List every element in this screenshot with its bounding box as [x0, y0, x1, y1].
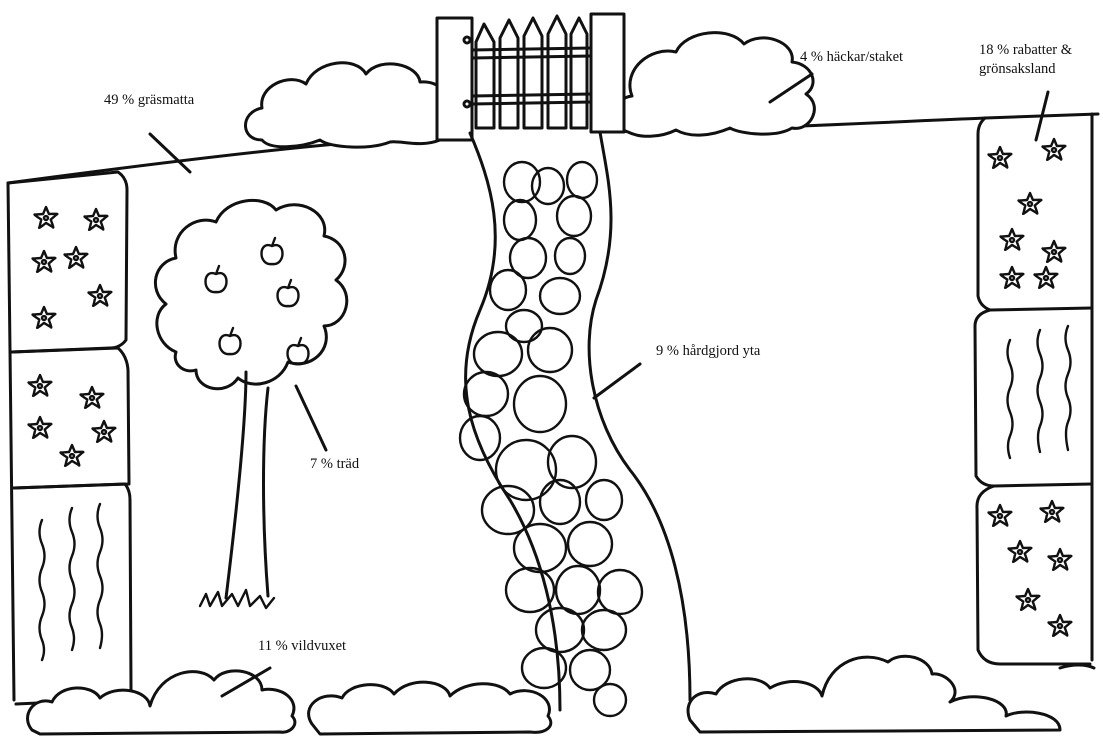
- paved-leader: [594, 364, 640, 398]
- path-stone: [460, 416, 500, 460]
- path-stone: [496, 440, 556, 500]
- lawn-leader: [150, 134, 190, 172]
- flower-icon: [1017, 589, 1040, 610]
- path-stone: [464, 372, 508, 416]
- path-stone: [594, 684, 626, 716]
- flower-icon: [1001, 229, 1024, 250]
- flower-icon: [65, 247, 88, 268]
- path-stone: [540, 278, 580, 314]
- flower-icon: [1009, 541, 1032, 562]
- hedge-right: [615, 33, 815, 137]
- path-stone: [557, 196, 591, 236]
- label-wild: 11 % vildvuxet: [258, 638, 346, 654]
- path-stone: [536, 608, 584, 652]
- left-beds: [8, 172, 131, 704]
- flower-icon: [89, 285, 112, 306]
- path-stone: [567, 162, 597, 198]
- flower-icon: [989, 147, 1012, 168]
- left-bed-bottom: [14, 484, 131, 704]
- trees-leader: [296, 386, 326, 450]
- path-stone: [586, 480, 622, 520]
- flower-icon: [33, 251, 56, 272]
- right-bed-top: [978, 118, 1092, 310]
- path-stone: [490, 270, 526, 310]
- path-stone: [598, 570, 642, 614]
- flower-icon: [1049, 549, 1072, 570]
- flower-icon: [61, 445, 84, 466]
- right-bed-middle: [975, 310, 1092, 486]
- path-stone: [514, 376, 566, 432]
- flower-icon: [1035, 267, 1058, 288]
- garden-gate: [437, 14, 624, 140]
- left-bed-middle: [12, 348, 129, 488]
- flower-icon: [29, 417, 52, 438]
- flower-icon: [29, 375, 52, 396]
- left-vegetable-rows: [40, 504, 103, 660]
- flower-icon: [81, 387, 104, 408]
- flower-icon: [989, 505, 1012, 526]
- flower-icon: [1041, 501, 1064, 522]
- path-stone: [506, 310, 542, 342]
- path-stone: [568, 522, 612, 566]
- path-stone: [532, 168, 564, 204]
- flower-icon: [33, 307, 56, 328]
- right-bed-flowers: [989, 139, 1072, 636]
- stone-path: [460, 132, 690, 716]
- flower-icon: [85, 209, 108, 230]
- path-stone: [582, 610, 626, 650]
- path-stone: [540, 480, 580, 524]
- left-boundary-line: [8, 183, 14, 700]
- path-stone: [528, 328, 572, 372]
- left-bed-flowers: [29, 207, 116, 466]
- path-stone: [474, 332, 522, 376]
- flower-icon: [1049, 615, 1072, 636]
- path-stone: [555, 238, 585, 274]
- flower-icon: [1001, 267, 1024, 288]
- label-beds-line1: 18 % rabatter &: [979, 42, 1073, 58]
- flower-icon: [1043, 241, 1066, 262]
- path-stones: [460, 162, 642, 716]
- left-bed-top: [8, 172, 127, 352]
- path-stone: [504, 200, 536, 240]
- leader-lines: [150, 74, 1048, 696]
- flower-icon: [1019, 193, 1042, 214]
- label-hedges: 4 % häckar/staket: [800, 49, 903, 65]
- label-beds-line2: grönsaksland: [979, 61, 1056, 77]
- right-vegetable-rows: [1008, 326, 1071, 458]
- right-beds: [975, 114, 1092, 664]
- label-paved: 9 % hårdgjord yta: [656, 343, 761, 359]
- flower-icon: [1043, 139, 1066, 160]
- label-lawn: 49 % gräsmatta: [104, 92, 195, 108]
- flower-icon: [35, 207, 58, 228]
- label-trees: 7 % träd: [310, 456, 360, 472]
- hedge-left: [246, 63, 457, 147]
- path-stone: [556, 566, 600, 614]
- flower-icon: [93, 421, 116, 442]
- apple-tree: [155, 200, 346, 608]
